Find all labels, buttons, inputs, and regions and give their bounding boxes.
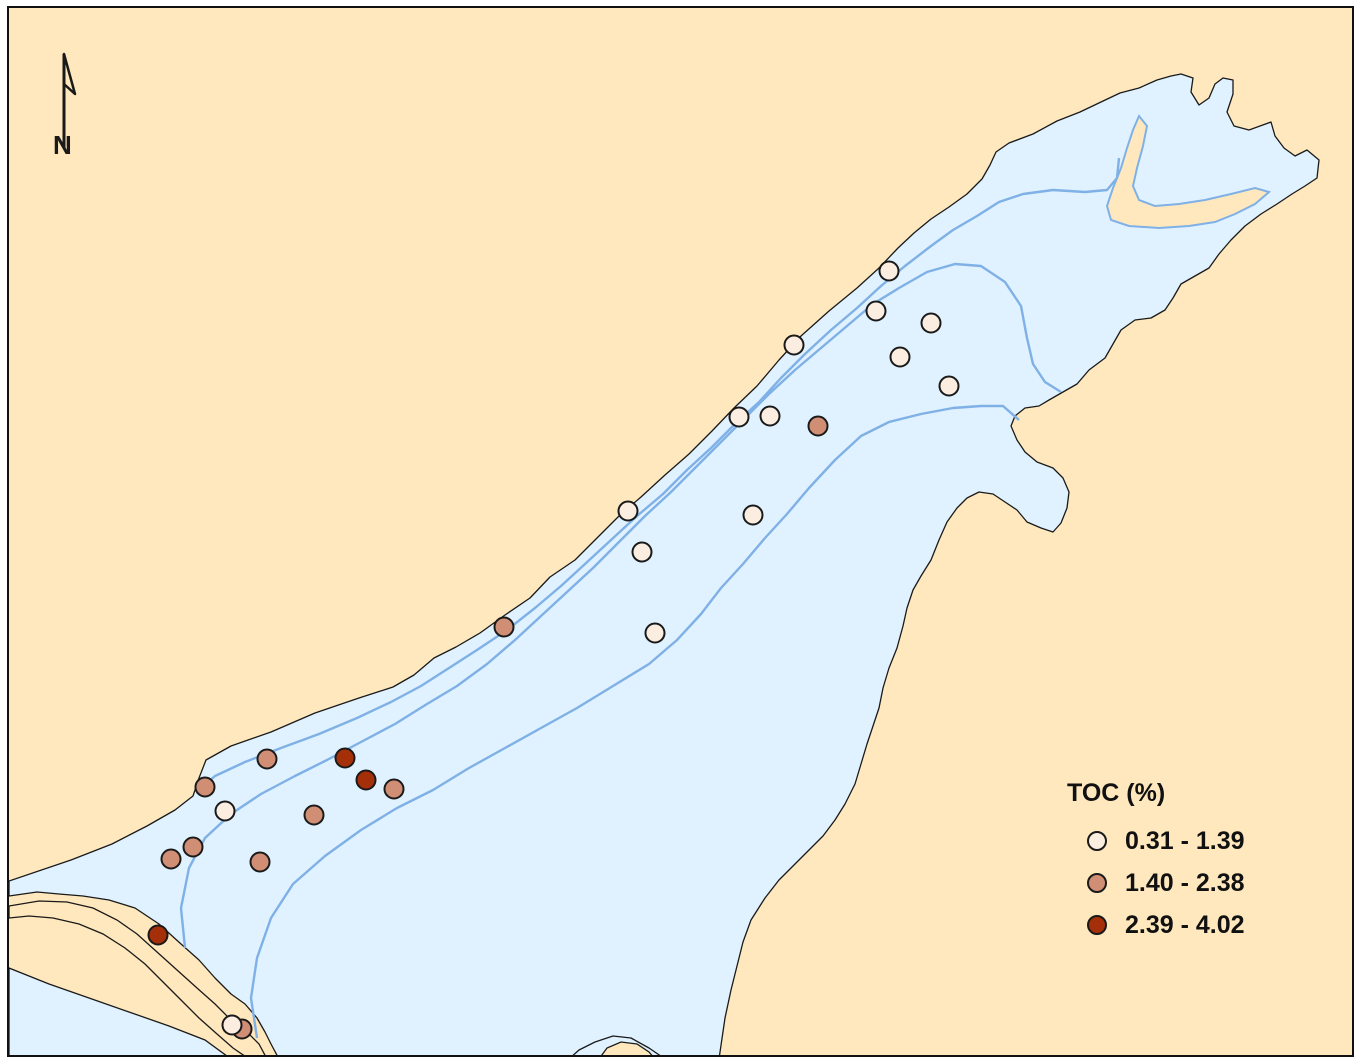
station-marker-icon[interactable] [878, 260, 900, 282]
north-arrow-label: N [53, 130, 72, 160]
station-marker-icon[interactable] [194, 776, 216, 798]
map-frame: N [7, 6, 1354, 1057]
station-marker-icon[interactable] [221, 1014, 243, 1036]
station-marker-icon[interactable] [865, 300, 887, 322]
station-markers [147, 260, 960, 1040]
station-marker-icon[interactable] [160, 848, 182, 870]
legend: TOC (%) 0.31 - 1.39 1.40 - 2.38 2.39 - 4… [1067, 778, 1327, 946]
legend-label-low: 0.31 - 1.39 [1125, 827, 1245, 855]
isobath-middle [179, 262, 1062, 949]
station-marker-icon[interactable] [493, 616, 515, 638]
legend-item-medium: 1.40 - 2.38 [1067, 862, 1327, 904]
sea-area [9, 73, 1320, 1055]
station-marker-icon[interactable] [617, 500, 639, 522]
legend-item-high: 2.39 - 4.02 [1067, 904, 1327, 946]
station-marker-icon[interactable] [383, 778, 405, 800]
station-marker-icon[interactable] [938, 375, 960, 397]
station-marker-icon[interactable] [742, 504, 764, 526]
legend-title: TOC (%) [1067, 779, 1166, 807]
station-marker-icon[interactable] [644, 622, 666, 644]
isobath-outer [198, 157, 1121, 791]
southwest-sea-inlet [9, 967, 227, 1055]
station-marker-icon[interactable] [783, 334, 805, 356]
legend-swatch-low-icon [1087, 831, 1107, 851]
station-marker-icon[interactable] [256, 748, 278, 770]
station-marker-icon[interactable] [147, 924, 169, 946]
legend-swatch-high-icon [1087, 915, 1107, 935]
station-marker-icon[interactable] [920, 312, 942, 334]
station-marker-icon[interactable] [355, 769, 377, 791]
station-marker-icon[interactable] [303, 804, 325, 826]
legend-label-high: 2.39 - 4.02 [1125, 911, 1245, 939]
station-marker-icon[interactable] [182, 836, 204, 858]
station-marker-icon[interactable] [334, 747, 356, 769]
legend-item-low: 0.31 - 1.39 [1067, 820, 1327, 862]
map-canvas: N [9, 8, 1352, 1055]
station-marker-icon[interactable] [889, 346, 911, 368]
station-marker-icon[interactable] [214, 800, 236, 822]
station-marker-icon[interactable] [728, 406, 750, 428]
station-marker-icon[interactable] [759, 405, 781, 427]
station-marker-icon[interactable] [807, 415, 829, 437]
isobath-inner [249, 404, 1020, 1039]
small-island [601, 1041, 653, 1055]
sand-spit [9, 900, 266, 1055]
northeast-channel [1105, 114, 1272, 230]
station-marker-icon[interactable] [631, 541, 653, 563]
north-arrow-icon: N [53, 52, 77, 160]
station-marker-icon[interactable] [249, 851, 271, 873]
legend-label-medium: 1.40 - 2.38 [1125, 869, 1245, 897]
legend-swatch-medium-icon [1087, 873, 1107, 893]
